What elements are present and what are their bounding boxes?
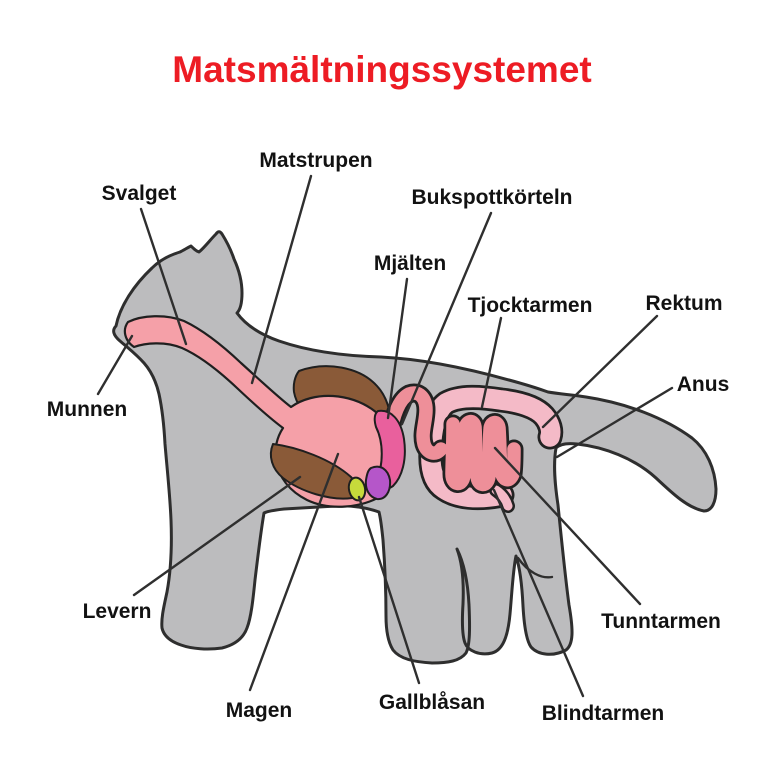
- label-tunntarmen: Tunntarmen: [601, 610, 721, 633]
- leader-line-gallblasan: [357, 495, 421, 685]
- label-tjocktarmen: Tjocktarmen: [468, 294, 593, 317]
- page-title: Matsmältningssystemet: [172, 49, 591, 90]
- pancreas-shape: [364, 465, 392, 501]
- leader-line-bukspottkorteln: [400, 211, 493, 426]
- label-bukspottkorteln: Bukspottkörteln: [411, 186, 572, 209]
- small-intestine-tube: [383, 386, 521, 492]
- label-levern: Levern: [83, 600, 152, 623]
- label-svalget: Svalget: [102, 182, 177, 205]
- leader-line-anus: [555, 386, 674, 459]
- leader-line-matstrupen: [250, 174, 313, 385]
- leader-line-tunntarmen: [493, 446, 642, 606]
- organ-labels: Svalget Matstrupen Bukspottkörteln Mjält…: [47, 149, 729, 725]
- organs: [123, 315, 564, 513]
- leader-line-blindtarmen: [492, 488, 585, 698]
- leader-line-rektum: [541, 314, 659, 429]
- label-gallblasan: Gallblåsan: [379, 691, 485, 714]
- leader-lines: [96, 174, 674, 698]
- leader-line-munnen: [96, 334, 134, 396]
- leader-line-tjocktarmen: [480, 316, 503, 409]
- label-mjalten: Mjälten: [374, 252, 446, 275]
- leader-line-magen: [248, 452, 340, 692]
- cecum-stub: [491, 485, 513, 511]
- label-anus: Anus: [677, 373, 730, 396]
- hind-leg-contour-line: [516, 556, 554, 579]
- leader-line-levern: [132, 475, 302, 597]
- label-matstrupen: Matstrupen: [259, 149, 372, 172]
- label-blindtarmen: Blindtarmen: [542, 702, 665, 725]
- label-munnen: Munnen: [47, 398, 127, 421]
- label-rektum: Rektum: [645, 292, 722, 315]
- label-magen: Magen: [226, 699, 293, 722]
- large-intestine-tube: [421, 387, 561, 508]
- leader-line-svalget: [139, 207, 188, 346]
- leader-line-mjalten: [386, 277, 409, 420]
